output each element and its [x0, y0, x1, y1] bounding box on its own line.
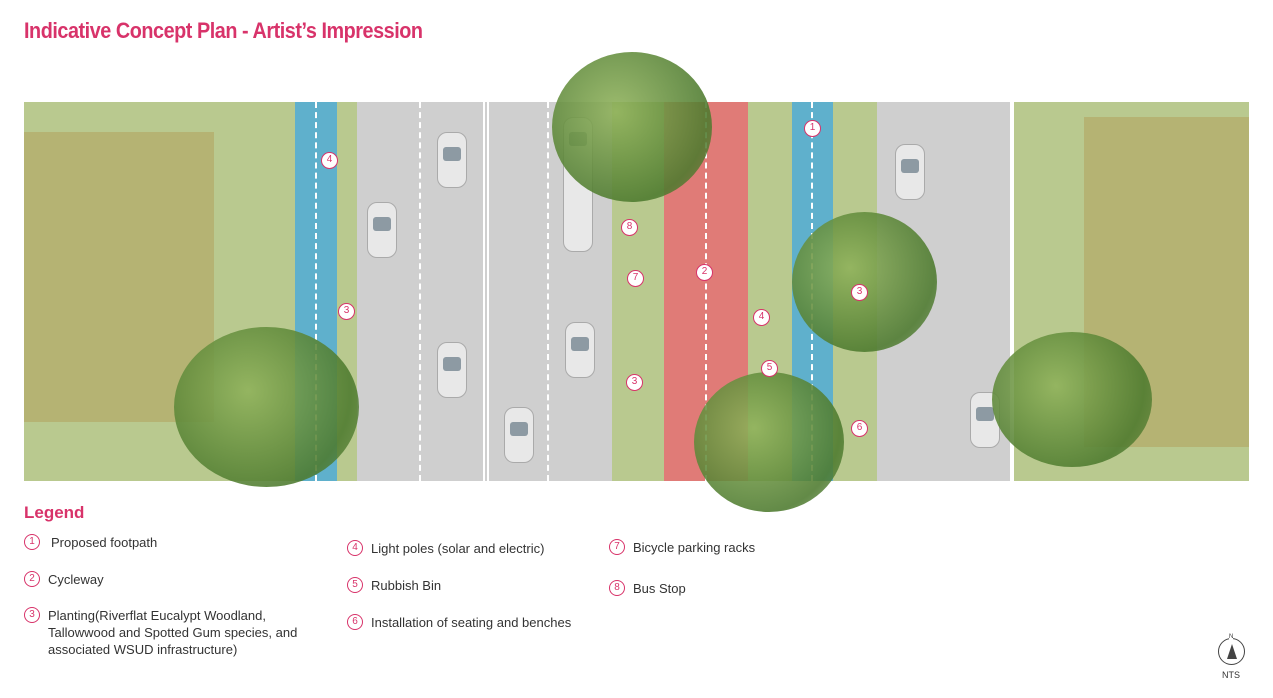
legend-label: Bus Stop — [633, 581, 686, 596]
car — [367, 202, 397, 258]
concept-plan: 1 2 3 3 3 4 4 5 6 7 8 — [24, 52, 1249, 512]
marker: 1 — [804, 120, 821, 137]
marker: 4 — [753, 309, 770, 326]
legend-number: 6 — [347, 614, 363, 630]
marker: 3 — [626, 374, 643, 391]
scale-label: NTS — [1222, 670, 1240, 680]
legend-label: Rubbish Bin — [371, 578, 442, 593]
legend-number: 4 — [347, 540, 363, 556]
legend-number: 5 — [347, 577, 363, 593]
tree — [992, 332, 1152, 467]
legend-item: 8 Bus Stop — [609, 580, 899, 597]
legend-number: 2 — [24, 571, 40, 587]
legend-item: 5 Rubbish Bin — [347, 577, 637, 594]
north-label: N — [1229, 634, 1234, 640]
car — [437, 132, 467, 188]
legend-number: 7 — [609, 539, 625, 555]
tree — [792, 212, 937, 352]
marker: 3 — [338, 303, 355, 320]
marker: 5 — [761, 360, 778, 377]
legend-item: 3 Planting(Riverflat Eucalypt Woodland, T… — [24, 607, 309, 658]
car — [565, 322, 595, 378]
tree — [552, 52, 712, 202]
legend-item: 1 Proposed footpath — [24, 534, 314, 551]
car — [437, 342, 467, 398]
legend-item: 4 Light poles (solar and electric) — [347, 540, 637, 557]
legend-item: 6 Installation of seating and benches — [347, 614, 637, 631]
tree — [174, 327, 359, 487]
legend-label: Installation of seating and benches — [371, 615, 572, 630]
marker: 7 — [627, 270, 644, 287]
tree — [694, 372, 844, 512]
page-title: Indicative Concept Plan - Artist’s Impre… — [24, 18, 423, 43]
legend-item: 2 Cycleway — [24, 571, 314, 588]
legend-number: 8 — [609, 580, 625, 596]
marker: 2 — [696, 264, 713, 281]
legend-label: Proposed footpath — [51, 535, 158, 550]
marker: 3 — [851, 284, 868, 301]
legend-number: 3 — [24, 607, 40, 623]
legend-item: 7 Bicycle parking racks — [609, 539, 899, 556]
marker: 8 — [621, 219, 638, 236]
marker: 4 — [321, 152, 338, 169]
road-east — [877, 102, 1010, 481]
legend-label: Planting(Riverflat Eucalypt Woodland, Ta… — [48, 608, 298, 657]
left-verge — [24, 102, 295, 481]
legend-label: Cycleway — [48, 572, 104, 587]
north-arrow-icon — [1218, 638, 1245, 665]
car — [895, 144, 925, 200]
legend-label: Bicycle parking racks — [633, 540, 756, 555]
legend-number: 1 — [24, 534, 40, 550]
legend-label: Light poles (solar and electric) — [371, 541, 545, 556]
marker: 6 — [851, 420, 868, 437]
car — [504, 407, 534, 463]
legend-heading: Legend — [24, 503, 85, 522]
